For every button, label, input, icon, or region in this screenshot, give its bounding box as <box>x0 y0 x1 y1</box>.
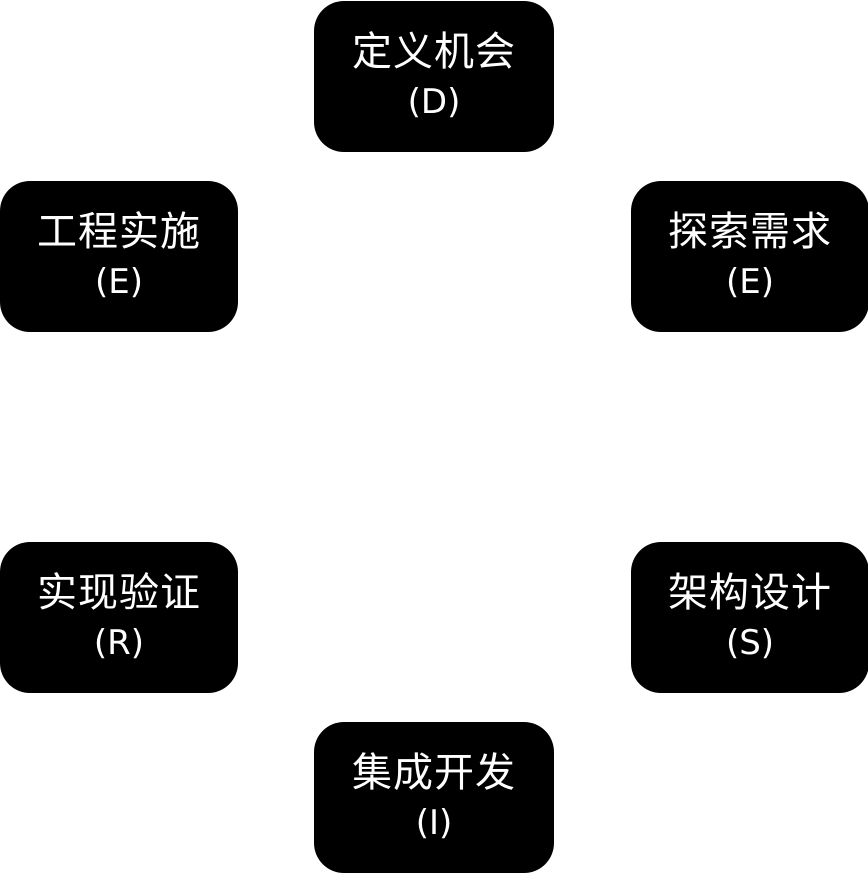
node-explore-requirements: 探索需求 (E) <box>631 181 868 332</box>
node-letter: (E) <box>94 261 143 302</box>
node-realize-verification: 实现验证 (R) <box>0 542 238 693</box>
node-integrate-development: 集成开发 (I) <box>314 722 554 873</box>
node-letter: (D) <box>407 81 461 122</box>
node-letter: (S) <box>725 622 775 663</box>
node-engineering-implementation: 工程实施 (E) <box>0 181 238 332</box>
node-letter: (R) <box>93 622 145 663</box>
node-architecture-design: 架构设计 (S) <box>631 542 868 693</box>
node-label: 工程实施 <box>37 208 201 254</box>
node-letter: (I) <box>415 802 453 843</box>
node-label: 集成开发 <box>352 749 516 795</box>
node-letter: (E) <box>725 261 774 302</box>
node-label: 架构设计 <box>668 569 832 615</box>
node-label: 实现验证 <box>37 569 201 615</box>
node-label: 定义机会 <box>352 28 516 74</box>
node-label: 探索需求 <box>668 208 832 254</box>
node-define-opportunity: 定义机会 (D) <box>314 1 554 152</box>
